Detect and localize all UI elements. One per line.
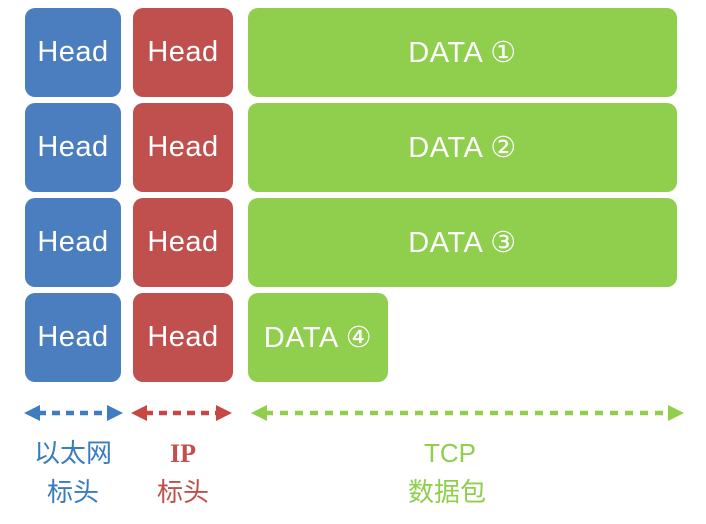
ethernet-label-line1: 以太网 [33, 438, 112, 468]
ip-range-double-arrow-icon [131, 405, 232, 421]
tcp-label-line1: TCP [424, 438, 476, 468]
tcp-data-box: DATA ② [248, 103, 677, 192]
arrow-right-head [107, 405, 123, 421]
arrow-left-head [131, 405, 147, 421]
ethernet-range-double-arrow-icon [24, 405, 123, 421]
tcp-range-double-arrow-icon [251, 405, 684, 421]
tcp-data-box: DATA ③ [248, 198, 677, 287]
ethernet-head-box: Head [25, 293, 121, 382]
ip-label-line1: IP [170, 439, 196, 468]
ethernet-head-box: Head [25, 103, 121, 192]
tcp-data-box: DATA ① [248, 8, 677, 97]
ip-head-box: Head [133, 293, 233, 382]
ethernet-head-box: Head [25, 8, 121, 97]
arrow-left-head [24, 405, 40, 421]
ip-head-box: Head [133, 198, 233, 287]
tcp-data-box: DATA ④ [248, 293, 388, 382]
arrow-left-head [251, 405, 267, 421]
arrow-right-head [668, 405, 684, 421]
arrow-right-head [216, 405, 232, 421]
ethernet-head-box: Head [25, 198, 121, 287]
ip-head-box: Head [133, 103, 233, 192]
ethernet-label-line2: 标头 [46, 477, 99, 507]
tcp-label-line2: 数据包 [407, 477, 486, 507]
ip-label-line2: 标头 [156, 477, 209, 507]
ip-head-box: Head [133, 8, 233, 97]
